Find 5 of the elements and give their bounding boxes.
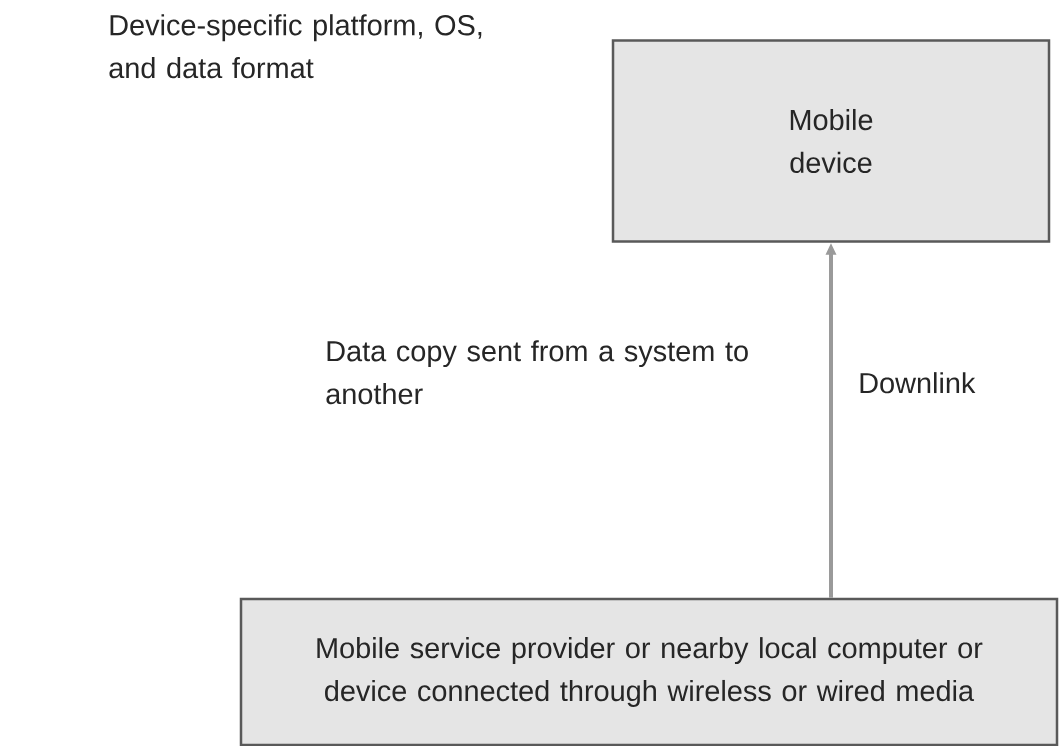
edge-label: Downlink <box>860 372 976 394</box>
process-box: Mobile service provider or nearby local computer or device connected through wireless or wired media <box>239 597 1059 746</box>
note-text: Data copy sent from a system to another <box>326 340 748 405</box>
note-text: Device-specific platform, OS, and data format <box>109 14 482 79</box>
process-box: Mobile device <box>611 39 1051 243</box>
